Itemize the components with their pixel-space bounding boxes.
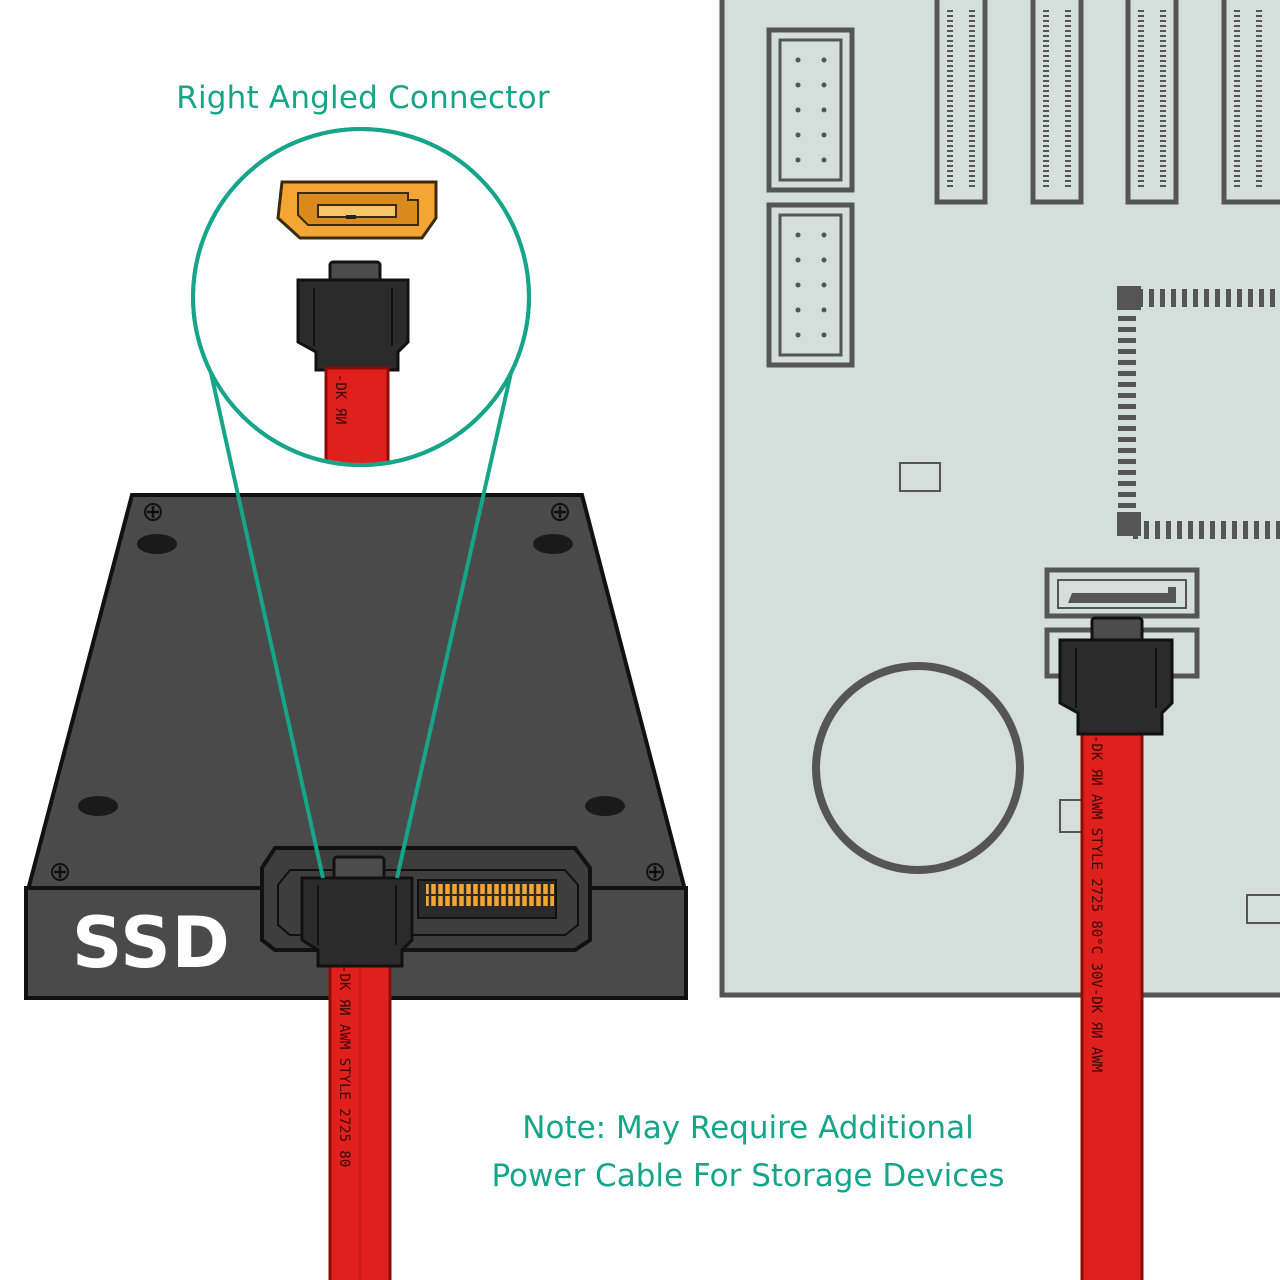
memory-slots <box>934 0 1280 205</box>
ssd-top-face <box>25 493 688 892</box>
cable-print: -DK ЯИ AWM STYLE 2725 80 <box>336 965 352 1167</box>
note-line-2: Power Cable For Storage Devices <box>491 1158 1005 1194</box>
sata-cable-ssd: -DK ЯИ AWM STYLE 2725 80 <box>300 855 414 1280</box>
callout-line-left <box>205 354 325 879</box>
mounting-hole <box>533 534 573 554</box>
ssd-label: SSD <box>72 902 231 984</box>
small-component <box>899 462 941 492</box>
memory-slot-2 <box>1030 0 1084 205</box>
memory-slot-3 <box>1125 0 1179 205</box>
screw-icon <box>51 863 69 881</box>
power-pins <box>426 884 554 906</box>
right-angle-plug-zoom <box>296 260 410 372</box>
memory-slot-4 <box>1221 0 1280 205</box>
usb-header-bottom <box>766 202 855 368</box>
sata-cable-motherboard: -DK ЯИ AWM STYLE 2725 80°C 30V-DK ЯИ AWM <box>1058 616 1174 1280</box>
cable-print: -DK ЯИ AWM STYLE 2725 80°C 30V-DK ЯИ AWM <box>1088 735 1104 1072</box>
mounting-hole <box>78 796 118 816</box>
screw-icon <box>144 503 162 521</box>
cmos-battery <box>812 662 1024 874</box>
mounting-hole <box>585 796 625 816</box>
sata-receptacle <box>276 180 438 240</box>
note-line-1: Note: May Require Additional <box>522 1110 974 1146</box>
screw-icon <box>646 863 664 881</box>
cable-red <box>1080 728 1144 1280</box>
right-angle-plug <box>1058 616 1174 736</box>
zoom-callout: -DK ЯИ <box>191 127 531 879</box>
page-title: Right Angled Connector <box>176 80 550 116</box>
right-angle-plug <box>300 855 414 968</box>
screw-icons <box>51 503 664 881</box>
chipset <box>1117 286 1280 539</box>
cable-red <box>324 366 390 463</box>
cable-print: -DK ЯИ <box>332 374 348 425</box>
sata-port-upper <box>1044 567 1200 619</box>
small-component <box>1246 894 1280 924</box>
mounting-hole <box>137 534 177 554</box>
callout-line-right <box>395 354 517 879</box>
motherboard <box>719 0 1280 998</box>
screw-icon <box>551 503 569 521</box>
memory-slot-1 <box>934 0 988 205</box>
usb-header-top <box>766 27 855 193</box>
